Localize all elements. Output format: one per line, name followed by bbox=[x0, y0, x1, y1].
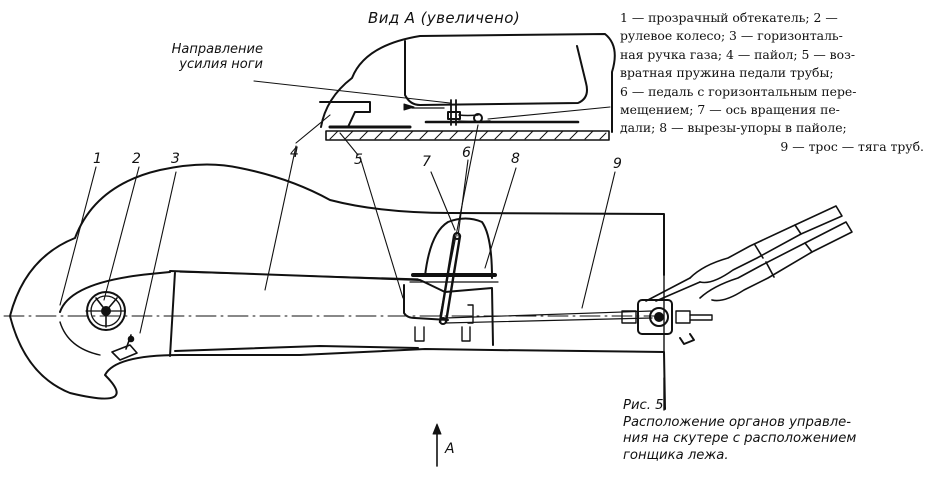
view-direction-label: А bbox=[445, 441, 455, 457]
leg-force-label-line: усилия ноги bbox=[179, 57, 263, 72]
caption-line: гонщика лежа. bbox=[623, 447, 729, 463]
legend-line: мещением; 7 — ось вращения пе- bbox=[620, 102, 840, 118]
throttle-handle bbox=[111, 334, 138, 361]
caption-line: ния на скутере с расположением bbox=[623, 431, 857, 446]
hull-outline bbox=[9, 163, 666, 410]
leg-force-label-line: Направление bbox=[171, 42, 263, 57]
caption-line: Рис. 5. bbox=[623, 398, 668, 413]
callout-2: 2 bbox=[132, 151, 141, 167]
callout-5: 5 bbox=[354, 152, 363, 168]
legend-line: вратная пружина педали трубы; bbox=[620, 65, 834, 81]
callout-9: 9 bbox=[613, 156, 622, 172]
view-a-detail bbox=[319, 33, 616, 141]
legend-line: ная ручка газа; 4 — пайол; 5 — воз- bbox=[620, 46, 856, 62]
legend-line: 9 — трос — тяга труб. bbox=[780, 138, 924, 154]
view-a-title: Вид А (увеличено) bbox=[368, 9, 521, 27]
callout-1: 1 bbox=[93, 151, 102, 167]
callout-8: 8 bbox=[511, 151, 520, 167]
body-tube bbox=[169, 270, 494, 357]
leader-lines bbox=[59, 80, 616, 334]
callout-3: 3 bbox=[171, 151, 180, 167]
pipe-mount bbox=[621, 277, 713, 345]
leg-force-label: Направление усилия ноги bbox=[133, 42, 263, 72]
exhaust-pipes bbox=[689, 205, 853, 302]
figure-caption: Рис. 5. Расположение органов управле- ни… bbox=[623, 398, 931, 464]
legend-line: 6 — педаль с горизонтальным пере- bbox=[620, 83, 857, 99]
legend-line: рулевое колесо; 3 — горизонталь- bbox=[620, 28, 843, 44]
callout-7: 7 bbox=[422, 154, 431, 170]
callout-6: 6 bbox=[462, 145, 471, 161]
steering-wheel bbox=[85, 291, 126, 331]
legend-text: 1 — прозрачный обтекатель; 2 — рулевое к… bbox=[620, 9, 924, 156]
caption-line: Расположение органов управле- bbox=[623, 414, 852, 430]
legend-line: дали; 8 — вырезы-упоры в пайоле; bbox=[620, 120, 847, 136]
legend-line: 1 — прозрачный обтекатель; 2 — bbox=[620, 10, 838, 25]
callout-4: 4 bbox=[290, 145, 299, 161]
